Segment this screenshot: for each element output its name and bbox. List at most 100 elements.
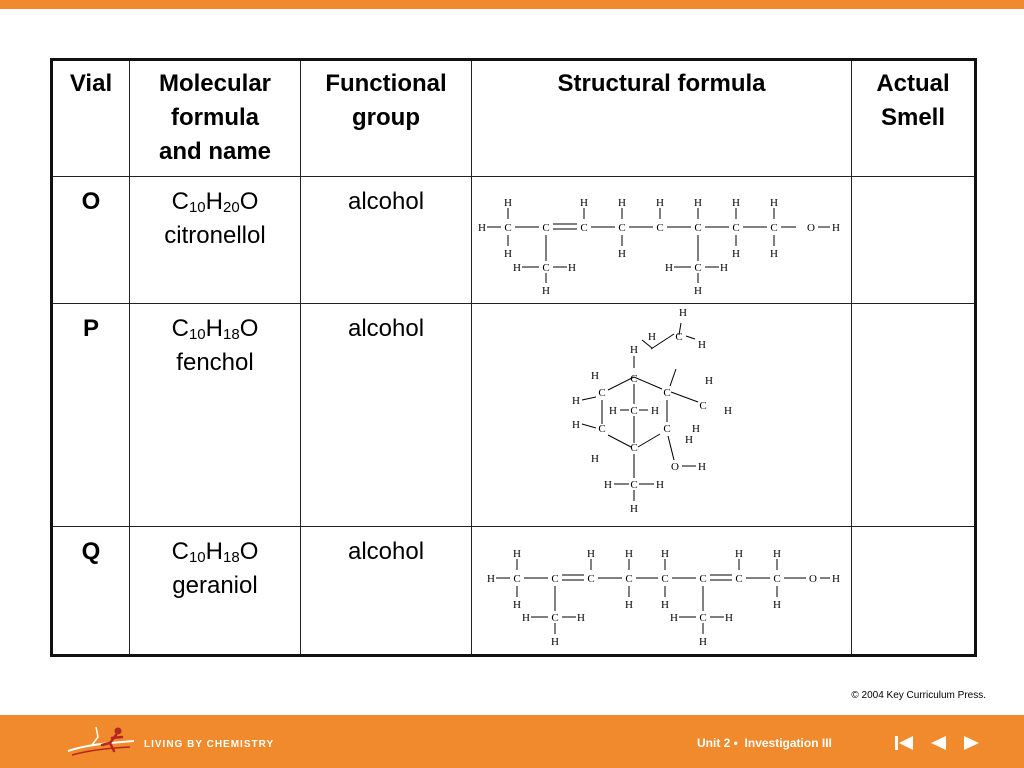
svg-text:H: H <box>773 548 781 560</box>
brand-name: LIVING BY CHEMISTRY <box>144 739 275 750</box>
svg-text:C: C <box>513 573 520 585</box>
svg-text:H: H <box>698 339 706 351</box>
smell-cell <box>851 303 976 527</box>
svg-text:O: O <box>809 573 817 585</box>
svg-text:H: H <box>487 573 495 585</box>
svg-text:H: H <box>725 612 733 624</box>
svg-text:H: H <box>577 612 585 624</box>
molecular-formula: C10H18O <box>171 315 259 343</box>
svg-text:H: H <box>513 262 521 274</box>
svg-text:H: H <box>651 405 659 417</box>
svg-text:H: H <box>732 197 740 209</box>
svg-text:H: H <box>698 461 706 473</box>
table-row: P C10H18O fenchol alcohol <box>51 303 976 527</box>
formula-cell: C10H18O fenchol <box>129 303 301 527</box>
formula-cell: C10H18O geraniol <box>129 526 301 656</box>
svg-text:C: C <box>699 573 706 585</box>
living-by-chemistry-logo-icon <box>67 726 135 756</box>
svg-text:H: H <box>724 405 732 417</box>
svg-text:H: H <box>504 197 512 209</box>
svg-text:H: H <box>770 248 778 260</box>
svg-text:H: H <box>685 434 693 446</box>
svg-text:H: H <box>694 285 702 297</box>
svg-text:H: H <box>630 503 638 515</box>
table-row: O C10H20O citronellol alcohol <box>51 176 976 304</box>
svg-text:C: C <box>630 373 637 385</box>
svg-text:H: H <box>625 548 633 560</box>
svg-text:H: H <box>630 344 638 356</box>
svg-text:H: H <box>551 636 559 648</box>
svg-text:C: C <box>770 222 777 234</box>
svg-text:H: H <box>591 453 599 465</box>
compound-name: geraniol <box>172 572 258 600</box>
table-row: Q C10H18O geraniol alcohol <box>51 526 976 656</box>
svg-text:H: H <box>773 599 781 611</box>
svg-text:C: C <box>551 612 558 624</box>
svg-text:H: H <box>679 307 687 319</box>
svg-text:C: C <box>663 423 670 435</box>
svg-text:H: H <box>720 262 728 274</box>
vial-cell: P <box>51 303 130 527</box>
svg-text:C: C <box>630 405 637 417</box>
svg-text:C: C <box>656 222 663 234</box>
svg-text:H: H <box>661 548 669 560</box>
svg-text:C: C <box>587 573 594 585</box>
svg-text:C: C <box>504 222 511 234</box>
footer-bar <box>0 715 1024 768</box>
svg-text:C: C <box>773 573 780 585</box>
svg-text:H: H <box>618 197 626 209</box>
svg-text:H: H <box>770 197 778 209</box>
svg-text:C: C <box>630 479 637 491</box>
svg-text:C: C <box>580 222 587 234</box>
formula-cell: C10H20O citronellol <box>129 176 301 304</box>
previous-slide-icon <box>931 736 946 750</box>
section-label: Unit 2 • Investigation III <box>697 736 832 750</box>
top-accent-bar <box>0 0 1024 9</box>
header-structural-formula: Structural formula <box>471 59 852 177</box>
svg-text:H: H <box>832 573 840 585</box>
svg-text:H: H <box>513 548 521 560</box>
svg-text:H: H <box>705 375 713 387</box>
svg-text:C: C <box>675 331 682 343</box>
svg-text:C: C <box>661 573 668 585</box>
compound-name: citronellol <box>164 222 266 250</box>
smell-cell <box>851 176 976 304</box>
first-slide-button[interactable] <box>892 733 916 753</box>
svg-text:C: C <box>551 573 558 585</box>
svg-text:H: H <box>670 612 678 624</box>
svg-text:C: C <box>542 262 549 274</box>
svg-text:H: H <box>656 479 664 491</box>
next-slide-button[interactable] <box>960 733 984 753</box>
svg-text:O: O <box>671 461 679 473</box>
molecular-formula: C10H20O <box>171 188 259 216</box>
svg-text:H: H <box>572 395 580 407</box>
svg-text:C: C <box>694 262 701 274</box>
header-vial: Vial <box>51 59 130 177</box>
svg-text:C: C <box>542 222 549 234</box>
svg-text:C: C <box>618 222 625 234</box>
previous-slide-button[interactable] <box>926 733 950 753</box>
next-slide-icon <box>964 736 979 750</box>
svg-text:H: H <box>665 262 673 274</box>
svg-text:C: C <box>699 400 706 412</box>
smell-cell <box>851 526 976 656</box>
copyright-notice: © 2004 Key Curriculum Press. <box>851 690 986 701</box>
svg-text:H: H <box>568 262 576 274</box>
svg-text:H: H <box>580 197 588 209</box>
svg-text:O: O <box>807 222 815 234</box>
svg-text:H: H <box>656 197 664 209</box>
svg-text:C: C <box>699 612 706 624</box>
first-slide-icon <box>895 736 913 750</box>
svg-text:H: H <box>522 612 530 624</box>
svg-text:H: H <box>692 423 700 435</box>
molecular-formula: C10H18O <box>171 538 259 566</box>
